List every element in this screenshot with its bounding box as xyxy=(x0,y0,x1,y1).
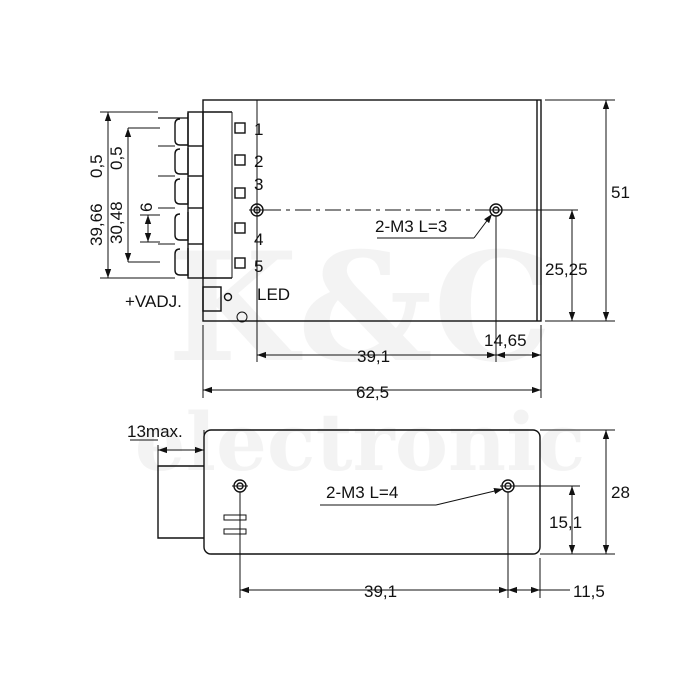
dim-0-5-inner: 0,5 xyxy=(107,146,126,170)
terminal-label-1: 1 xyxy=(254,120,263,139)
dim-25-25: 25,25 xyxy=(545,260,588,279)
led-label: LED xyxy=(257,285,290,304)
terminal-block xyxy=(158,111,233,279)
terminal-label-2: 2 xyxy=(254,152,263,171)
mount-hole-right xyxy=(488,203,504,217)
ground-marker xyxy=(236,311,248,323)
top-view xyxy=(100,99,615,398)
led-indicator xyxy=(223,292,233,302)
screw-leader-top xyxy=(473,213,493,239)
watermark-text: electronic xyxy=(135,395,586,489)
watermark: K&C electronic xyxy=(135,220,586,489)
dim-15-1: 15,1 xyxy=(549,513,582,532)
terminal-box-2 xyxy=(234,154,246,166)
screw-label-side: 2-M3 L=4 xyxy=(326,483,398,502)
terminal-box-1 xyxy=(234,122,246,134)
terminal-label-4: 4 xyxy=(254,230,263,249)
dim-0-5-outer: 0,5 xyxy=(87,154,106,178)
dim-11-5: 11,5 xyxy=(573,582,605,601)
dim-30-48: 30,48 xyxy=(107,201,126,244)
dim-28: 28 xyxy=(611,483,630,502)
dim-6: 6 xyxy=(137,203,156,212)
vadj-label: +VADJ. xyxy=(125,292,182,311)
vent-slot-2 xyxy=(223,528,247,535)
dim-13max: 13max. xyxy=(127,422,183,441)
dim-51: 51 xyxy=(611,183,630,202)
side-view-labels: 13max. 2-M3 L=4 28 15,1 39,1 11,5 xyxy=(127,422,630,601)
dim-62-5: 62,5 xyxy=(356,383,389,402)
vent-slot-1 xyxy=(223,514,247,521)
screw-leader-side xyxy=(435,488,504,506)
terminal-box-3 xyxy=(234,187,246,199)
top-view-labels: 1 2 3 4 5 +VADJ. LED 2-M3 L=3 39,66 0,5 … xyxy=(87,120,630,402)
side-view xyxy=(130,429,615,598)
dim-14-65: 14,65 xyxy=(484,331,527,350)
dim-39-1-top: 39,1 xyxy=(357,347,390,366)
terminal-label-3: 3 xyxy=(254,175,263,194)
dim-39-1-bottom: 39,1 xyxy=(364,582,397,601)
side-connector xyxy=(157,465,204,539)
dim-39-66: 39,66 xyxy=(87,203,106,246)
watermark-logo: K&C xyxy=(167,220,552,396)
vadj-potentiometer xyxy=(202,286,222,312)
terminal-label-5: 5 xyxy=(254,257,263,276)
terminal-box-4 xyxy=(234,222,246,234)
terminal-box-5 xyxy=(234,257,246,269)
screw-label-top: 2-M3 L=3 xyxy=(375,217,447,236)
side-body-outline xyxy=(203,429,541,555)
